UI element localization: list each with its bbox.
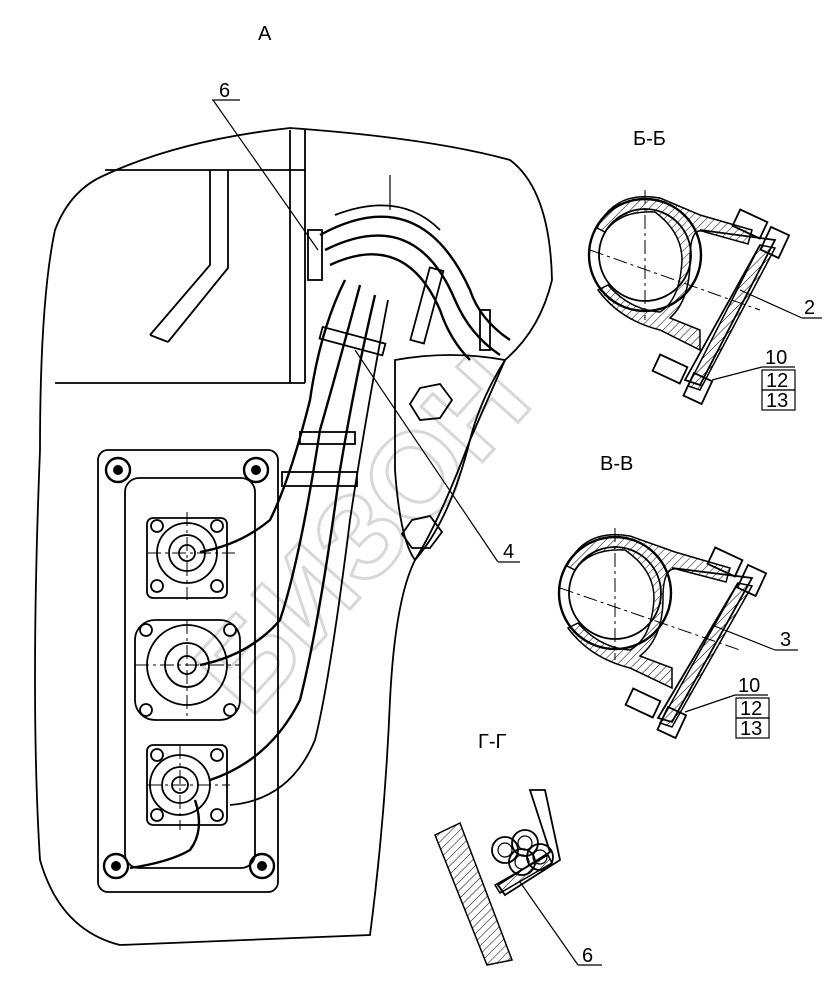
bb-axis-1: [589, 249, 761, 311]
view-a: А: [34, 23, 553, 946]
callout-6: 6: [219, 80, 230, 102]
leader-6: [212, 99, 319, 251]
vv-bolt-bottom: [624, 687, 662, 719]
connector-2: [134, 619, 241, 721]
bb-bolt-bottom: [651, 353, 689, 385]
leader-4: [354, 349, 499, 563]
section-vv-title: В-В: [600, 453, 633, 475]
bb-callout-13: 13: [766, 390, 788, 412]
tie-1: [318, 325, 387, 357]
connector-3: [146, 744, 230, 830]
section-vv: В-В 3 10 12 13: [557, 453, 798, 740]
clamp-1: [307, 229, 323, 281]
vv-leader-10: [684, 694, 736, 713]
bracket-plate: [394, 354, 507, 562]
connector-panel-inner: [124, 477, 256, 869]
callout-4: 4: [503, 541, 514, 563]
harness-top-1: [319, 215, 511, 341]
vv-callout-12: 12: [740, 698, 762, 720]
vv-bolt-top: [706, 546, 744, 578]
bb-callout-2: 2: [804, 297, 815, 319]
tie-2: [299, 431, 356, 445]
gg-bracket: [496, 789, 562, 897]
bb-box-13: [761, 389, 796, 411]
bb-callout-12: 12: [766, 370, 788, 392]
vv-callout-3: 3: [780, 629, 791, 651]
harness-top-2: [324, 234, 501, 356]
bb-leader-2: [739, 289, 803, 319]
panel-nut-tr: [242, 456, 270, 484]
gg-leader-6: [519, 881, 579, 966]
vv-bolt-top-head: [736, 563, 768, 598]
harness-top-3: [329, 253, 471, 361]
view-a-title: А: [258, 23, 272, 45]
connector-wire: [129, 799, 201, 870]
gg-cable-bundle: [491, 829, 554, 876]
vv-bolt-bottom-head: [656, 705, 688, 740]
section-bb: Б-Б 2 10 12 13: [587, 128, 822, 412]
gg-callout-6: 6: [582, 945, 593, 967]
bolt-1: [408, 383, 454, 421]
bb-clamp-band: [596, 195, 753, 352]
bb-bolt-top-head: [759, 225, 791, 260]
panel-nut-bl: [102, 852, 130, 880]
section-gg: Г-Г 6: [434, 731, 602, 967]
harness-down-2: [199, 284, 362, 667]
harness-down-1: [199, 279, 347, 554]
diagonal-pipe: [149, 170, 229, 343]
panel-nut-br: [248, 852, 276, 880]
vv-plate: [658, 582, 754, 728]
bb-leader-10: [711, 366, 763, 381]
vv-leader-3: [711, 624, 776, 651]
vv-callout-10: 10: [738, 675, 760, 697]
bb-bolt-top: [731, 208, 769, 240]
vv-callout-13: 13: [740, 718, 762, 740]
frame-outline: [34, 127, 553, 946]
vv-axis-1: [559, 587, 741, 651]
bb-plate: [686, 244, 777, 391]
bb-bolt-bottom-head: [682, 371, 714, 406]
harness-down-4: [229, 299, 389, 806]
tie-3: [281, 471, 358, 487]
vv-clamp-band: [566, 533, 731, 690]
bb-callout-10: 10: [765, 347, 787, 369]
clamp-2: [409, 266, 445, 345]
bolt-2: [400, 514, 444, 549]
harness-down-3: [209, 294, 377, 782]
connector-panel-outer: [97, 449, 279, 893]
clamp-3: [479, 309, 491, 351]
panel-nut-tl: [104, 456, 132, 484]
vv-box-13: [735, 717, 770, 739]
section-gg-title: Г-Г: [478, 731, 506, 753]
gg-wall: [434, 821, 514, 966]
harness-top-4: [334, 204, 441, 231]
section-bb-title: Б-Б: [633, 128, 666, 150]
connector-1: [146, 512, 235, 600]
